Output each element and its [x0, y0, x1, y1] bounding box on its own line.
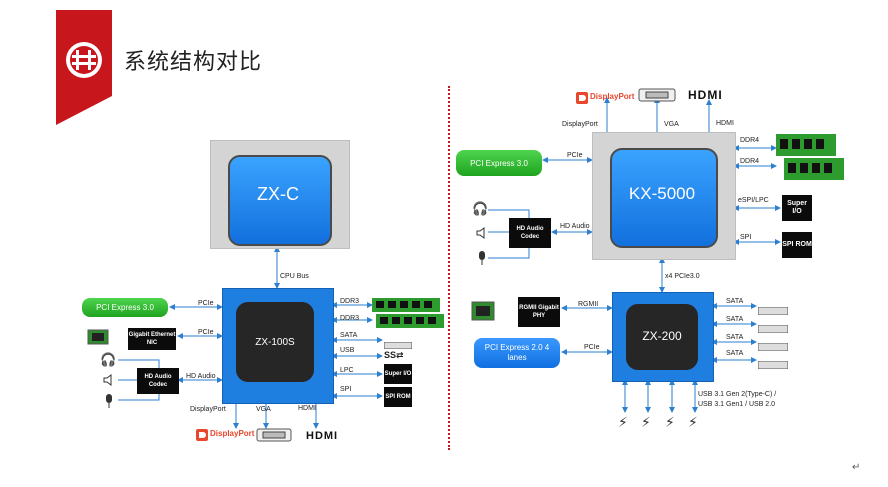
espi-label: eSPI/LPC	[738, 197, 769, 204]
cpu-die-left	[228, 155, 332, 246]
dimm-icon-left-2	[376, 314, 444, 328]
nic-box: Gigabit Ethernet NIC	[128, 328, 176, 350]
rgmii-label: RGMII	[578, 301, 599, 308]
hdmi-label-left: HDMI	[298, 405, 316, 412]
hd-audio-label-right: HD Audio	[560, 223, 590, 230]
audio-codec-box-right: HD Audio Codec	[509, 218, 551, 248]
hdmi-brand-left: HDMI	[306, 430, 339, 442]
headphone-icon-left: 🎧	[100, 352, 117, 367]
chipset-label-left: ZX-100S	[255, 337, 295, 348]
pcie-label-left-2: PCIe	[198, 329, 214, 336]
cpu-label-right: KX-5000	[628, 184, 696, 203]
hdmi-brand-right: HDMI	[688, 88, 723, 102]
sata-connector-icon-right-2	[757, 320, 789, 334]
speaker-icon-left	[103, 373, 115, 386]
chipset-left-die	[236, 302, 314, 382]
microphone-icon-right	[476, 250, 488, 266]
vga-port-icon-right	[638, 88, 676, 102]
usb-icon-4: ⚡	[688, 414, 698, 430]
microphone-icon-left	[103, 393, 115, 409]
vga-port-icon-left	[256, 428, 292, 442]
dimm-icon-left-1	[372, 298, 440, 312]
sata-label-right-1: SATA	[726, 298, 744, 305]
pcie-label-right: PCIe	[567, 152, 583, 159]
page-title: 系统结构对比	[124, 50, 263, 75]
dimm-icon-right-2	[784, 158, 844, 180]
sata-connector-icon-left	[383, 336, 413, 350]
usb-note-line2: USB 3.1 Gen1 / USB 2.0	[698, 401, 776, 408]
ddr3-label-1: DDR3	[340, 298, 360, 305]
sata-connector-icon-right-1	[757, 302, 789, 316]
ddr4-label-2: DDR4	[740, 158, 760, 165]
cpu-bus-label: CPU Bus	[280, 273, 309, 280]
usb-icon-1: ⚡	[618, 414, 628, 430]
sata-label-left: SATA	[340, 332, 358, 339]
usb-label-left: USB	[340, 347, 355, 354]
pcie-label-left-1: PCIe	[198, 300, 214, 307]
sata-connector-icon-right-4	[757, 356, 789, 370]
sata-label-right-3: SATA	[726, 334, 744, 341]
sata-label-right-4: SATA	[726, 350, 744, 357]
center-divider	[448, 86, 450, 450]
x4-pcie-label: x4 PCIe3.0	[665, 273, 700, 280]
ethernet-port-icon-right	[470, 300, 496, 322]
pcie3-box-left: PCI Express 3.0	[82, 298, 168, 317]
ethernet-port-icon	[86, 328, 110, 346]
spi-rom-box-right: SPI ROM	[782, 232, 812, 258]
displayport-brand-right: DisplayPort	[590, 92, 635, 101]
displayport-logo-icon-left	[196, 428, 208, 441]
vga-label-left: VGA	[256, 406, 271, 413]
headphone-icon-right: 🎧	[472, 201, 489, 216]
sata-connector-icon-right-3	[757, 338, 789, 352]
spi-label-left: SPI	[340, 386, 352, 393]
displayport-brand-left: DisplayPort	[210, 429, 255, 438]
usb-note-line1: USB 3.1 Gen 2(Type-C) /	[698, 391, 777, 398]
lpc-label-left: LPC	[340, 367, 354, 374]
sata-label-right-2: SATA	[726, 316, 744, 323]
ddr3-label-2: DDR3	[340, 315, 360, 322]
usb-icon-2: ⚡	[641, 414, 651, 430]
displayport-logo-icon-right	[576, 91, 588, 104]
pcie2-box: PCI Express 2.0 4 lanes	[474, 338, 560, 368]
super-io-box-left: Super I/O	[384, 364, 412, 384]
pcie3-box-right: PCI Express 3.0	[456, 150, 542, 176]
phy-box: RGMII Gigabit PHY	[518, 297, 560, 327]
logo-emblem-icon	[64, 40, 104, 80]
displayport-label-right: DisplayPort	[562, 121, 598, 128]
speaker-icon-right	[476, 226, 488, 239]
dimm-icon-right-1	[776, 134, 836, 156]
pcie2-label: PCIe	[584, 344, 600, 351]
chipset-label-right: ZX-200	[642, 329, 682, 343]
vga-label-right: VGA	[664, 121, 679, 128]
super-io-box-right: Super I/O	[782, 195, 812, 221]
usb-icon-3: ⚡	[665, 414, 675, 430]
hdmi-label-right: HDMI	[716, 120, 734, 127]
hd-audio-label-left: HD Audio	[186, 373, 216, 380]
spi-rom-box-left: SPI ROM	[384, 387, 412, 407]
spi-label-right: SPI	[740, 234, 752, 241]
cpu-label-left: ZX-C	[257, 184, 299, 204]
displayport-label-left: DisplayPort	[190, 406, 226, 413]
return-mark: ↵	[852, 462, 861, 473]
usb-ss-icon: SS⇄	[384, 350, 404, 360]
audio-codec-box-left: HD Audio Codec	[137, 368, 179, 394]
chipset-right-die	[626, 304, 698, 370]
cpu-die-right	[610, 148, 718, 248]
ddr4-label-1: DDR4	[740, 137, 760, 144]
